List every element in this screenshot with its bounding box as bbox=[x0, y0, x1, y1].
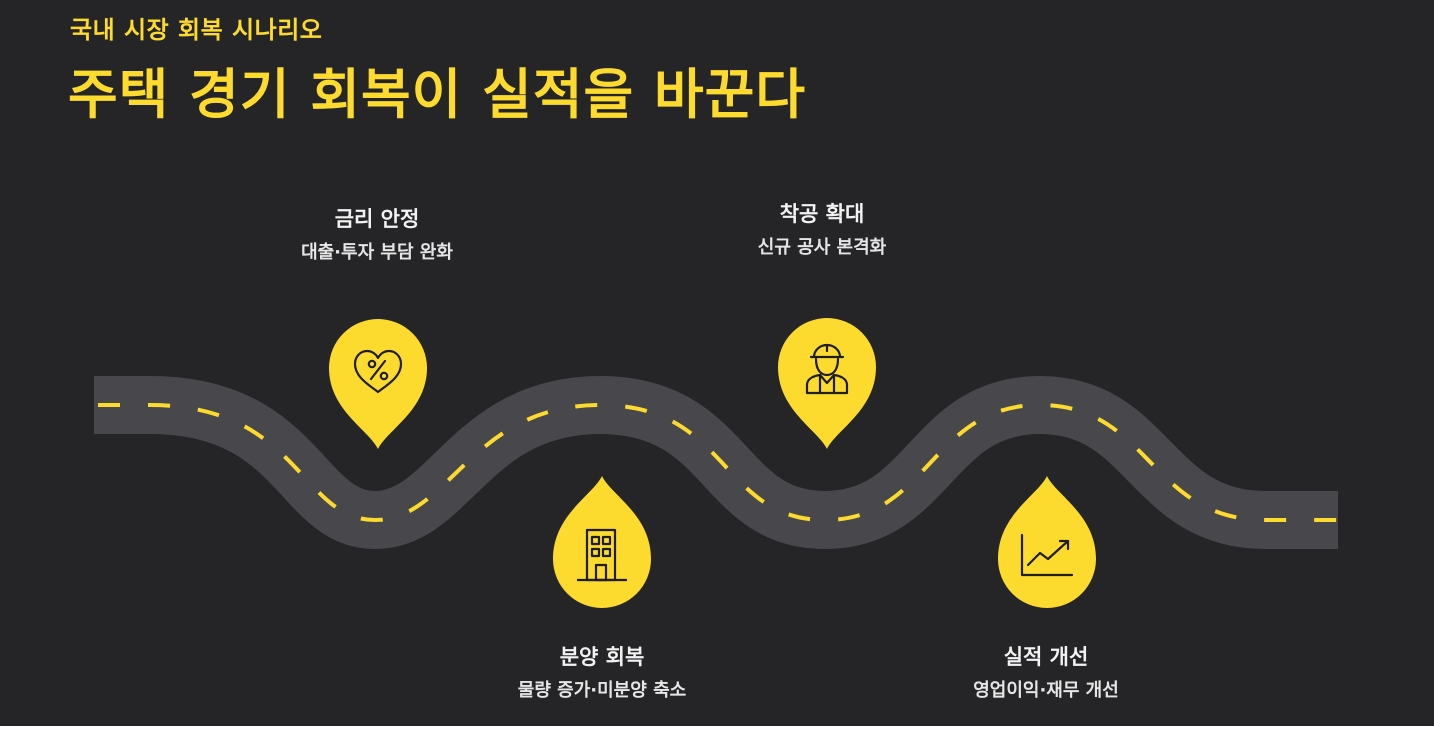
construction-worker-icon bbox=[805, 343, 849, 395]
milestone-sales: 분양 회복 물량 증가·미분양 축소 bbox=[442, 643, 762, 705]
milestone-title: 분양 회복 bbox=[559, 645, 645, 669]
trend-chart-icon bbox=[1020, 533, 1074, 577]
milestone-earnings: 실적 개선 영업이익·재무 개선 bbox=[886, 643, 1206, 705]
pin-earnings bbox=[998, 476, 1096, 608]
heart-percent-icon bbox=[353, 349, 403, 394]
milestone-title: 착공 확대 bbox=[779, 202, 865, 226]
pin-sales bbox=[553, 476, 651, 608]
building-icon bbox=[577, 528, 627, 582]
milestone-rate: 금리 안정 대출·투자 부담 완화 bbox=[217, 205, 537, 267]
milestone-subtitle: 대출·투자 부담 완화 bbox=[301, 242, 453, 263]
eyebrow-title: 국내 시장 회복 시나리오 bbox=[70, 16, 323, 44]
milestone-construction: 착공 확대 신규 공사 본격화 bbox=[662, 200, 982, 262]
milestone-title: 실적 개선 bbox=[1003, 645, 1089, 669]
road-center-line bbox=[94, 402, 1338, 523]
milestone-subtitle: 영업이익·재무 개선 bbox=[973, 680, 1119, 701]
pin-construction bbox=[778, 318, 876, 449]
milestone-subtitle: 물량 증가·미분양 축소 bbox=[517, 680, 687, 701]
headline: 주택 경기 회복이 실적을 바꾼다 bbox=[68, 63, 807, 126]
milestone-title: 금리 안정 bbox=[334, 207, 420, 231]
milestone-subtitle: 신규 공사 본격화 bbox=[757, 237, 887, 258]
pin-rate bbox=[329, 319, 427, 449]
